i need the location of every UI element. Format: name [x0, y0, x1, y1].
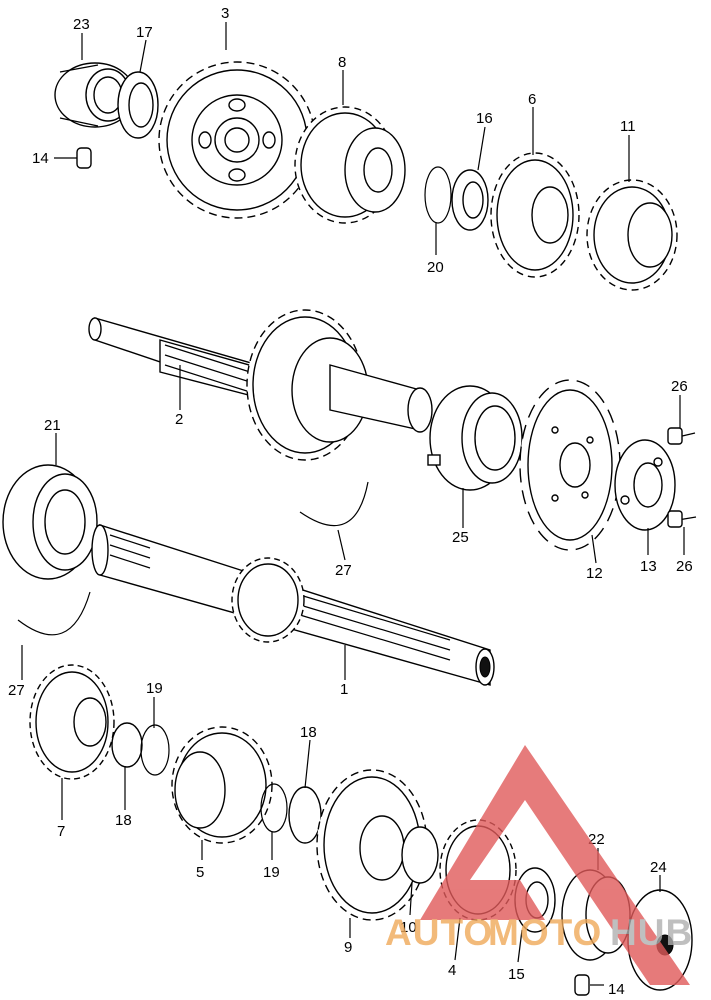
label-25: 25: [452, 529, 469, 546]
set-ring-27-right: [299, 481, 369, 527]
ball-bearing-25: [427, 385, 523, 491]
label-6: 6: [528, 91, 536, 108]
bushing-10: [401, 826, 439, 884]
gear-3: [158, 61, 316, 219]
label-26-upper: 26: [671, 378, 688, 395]
dowel-pin-14-top: [76, 147, 92, 169]
label-1: 1: [340, 681, 348, 698]
gear-5: [171, 726, 273, 844]
label-5: 5: [196, 864, 204, 881]
label-19-left: 19: [146, 680, 163, 697]
bolt-26-upper: [667, 427, 696, 445]
gear-7: [29, 664, 115, 780]
gear-8: [294, 106, 406, 224]
label-13: 13: [640, 558, 657, 575]
label-18-right: 18: [300, 724, 317, 741]
label-24: 24: [650, 859, 667, 876]
label-11: 11: [620, 118, 636, 135]
leader-lines: [21, 22, 685, 986]
label-7: 7: [57, 823, 65, 840]
label-3: 3: [221, 5, 229, 22]
mainshaft-1: [91, 524, 495, 686]
set-ring-27-left: [17, 591, 91, 636]
watermark-triangle-icon: [420, 745, 690, 985]
splined-washer-16: [451, 169, 489, 231]
splined-washer-18-left: [111, 722, 143, 768]
watermark-auto: AUTO: [385, 912, 493, 953]
label-8: 8: [338, 54, 346, 71]
watermark-moto: MOTO: [488, 912, 602, 953]
gear-11: [586, 179, 678, 291]
label-20: 20: [427, 259, 444, 276]
countershaft-2: [88, 309, 433, 461]
bolt-26-lower: [667, 510, 697, 528]
label-17: 17: [136, 24, 153, 41]
circlip-20: [424, 166, 452, 224]
gear-6: [490, 152, 580, 278]
part-labels: 23 17 3 8 16 6 11 14 20 2 26 21 25 12 13…: [8, 5, 693, 998]
label-10: 10: [400, 919, 417, 936]
label-4: 4: [448, 962, 456, 979]
circlip-19-left: [140, 724, 170, 776]
label-16: 16: [476, 110, 493, 127]
label-2: 2: [175, 411, 183, 428]
watermark-logo: AUTO MOTO HUB: [385, 745, 693, 985]
label-26-lower: 26: [676, 558, 693, 575]
ball-bearing-21: [2, 464, 98, 580]
thrust-washer-17: [117, 71, 159, 139]
label-9: 9: [344, 939, 352, 956]
dowel-pin-14-bottom: [574, 974, 590, 996]
watermark-hub: HUB: [610, 912, 693, 953]
label-18-left: 18: [115, 812, 132, 829]
label-12: 12: [586, 565, 603, 582]
circlip-19-right: [260, 783, 288, 833]
label-14-top: 14: [32, 150, 49, 167]
drive-sprocket-12: [519, 379, 621, 551]
label-14-bottom: 14: [608, 981, 625, 998]
splined-washer-18-right: [288, 786, 322, 844]
label-15: 15: [508, 966, 525, 983]
label-21: 21: [44, 417, 61, 434]
fixing-plate-13: [614, 439, 676, 531]
label-27-right: 27: [335, 562, 352, 579]
label-27-left: 27: [8, 682, 25, 699]
label-19-right: 19: [263, 864, 280, 881]
label-23: 23: [73, 16, 90, 33]
